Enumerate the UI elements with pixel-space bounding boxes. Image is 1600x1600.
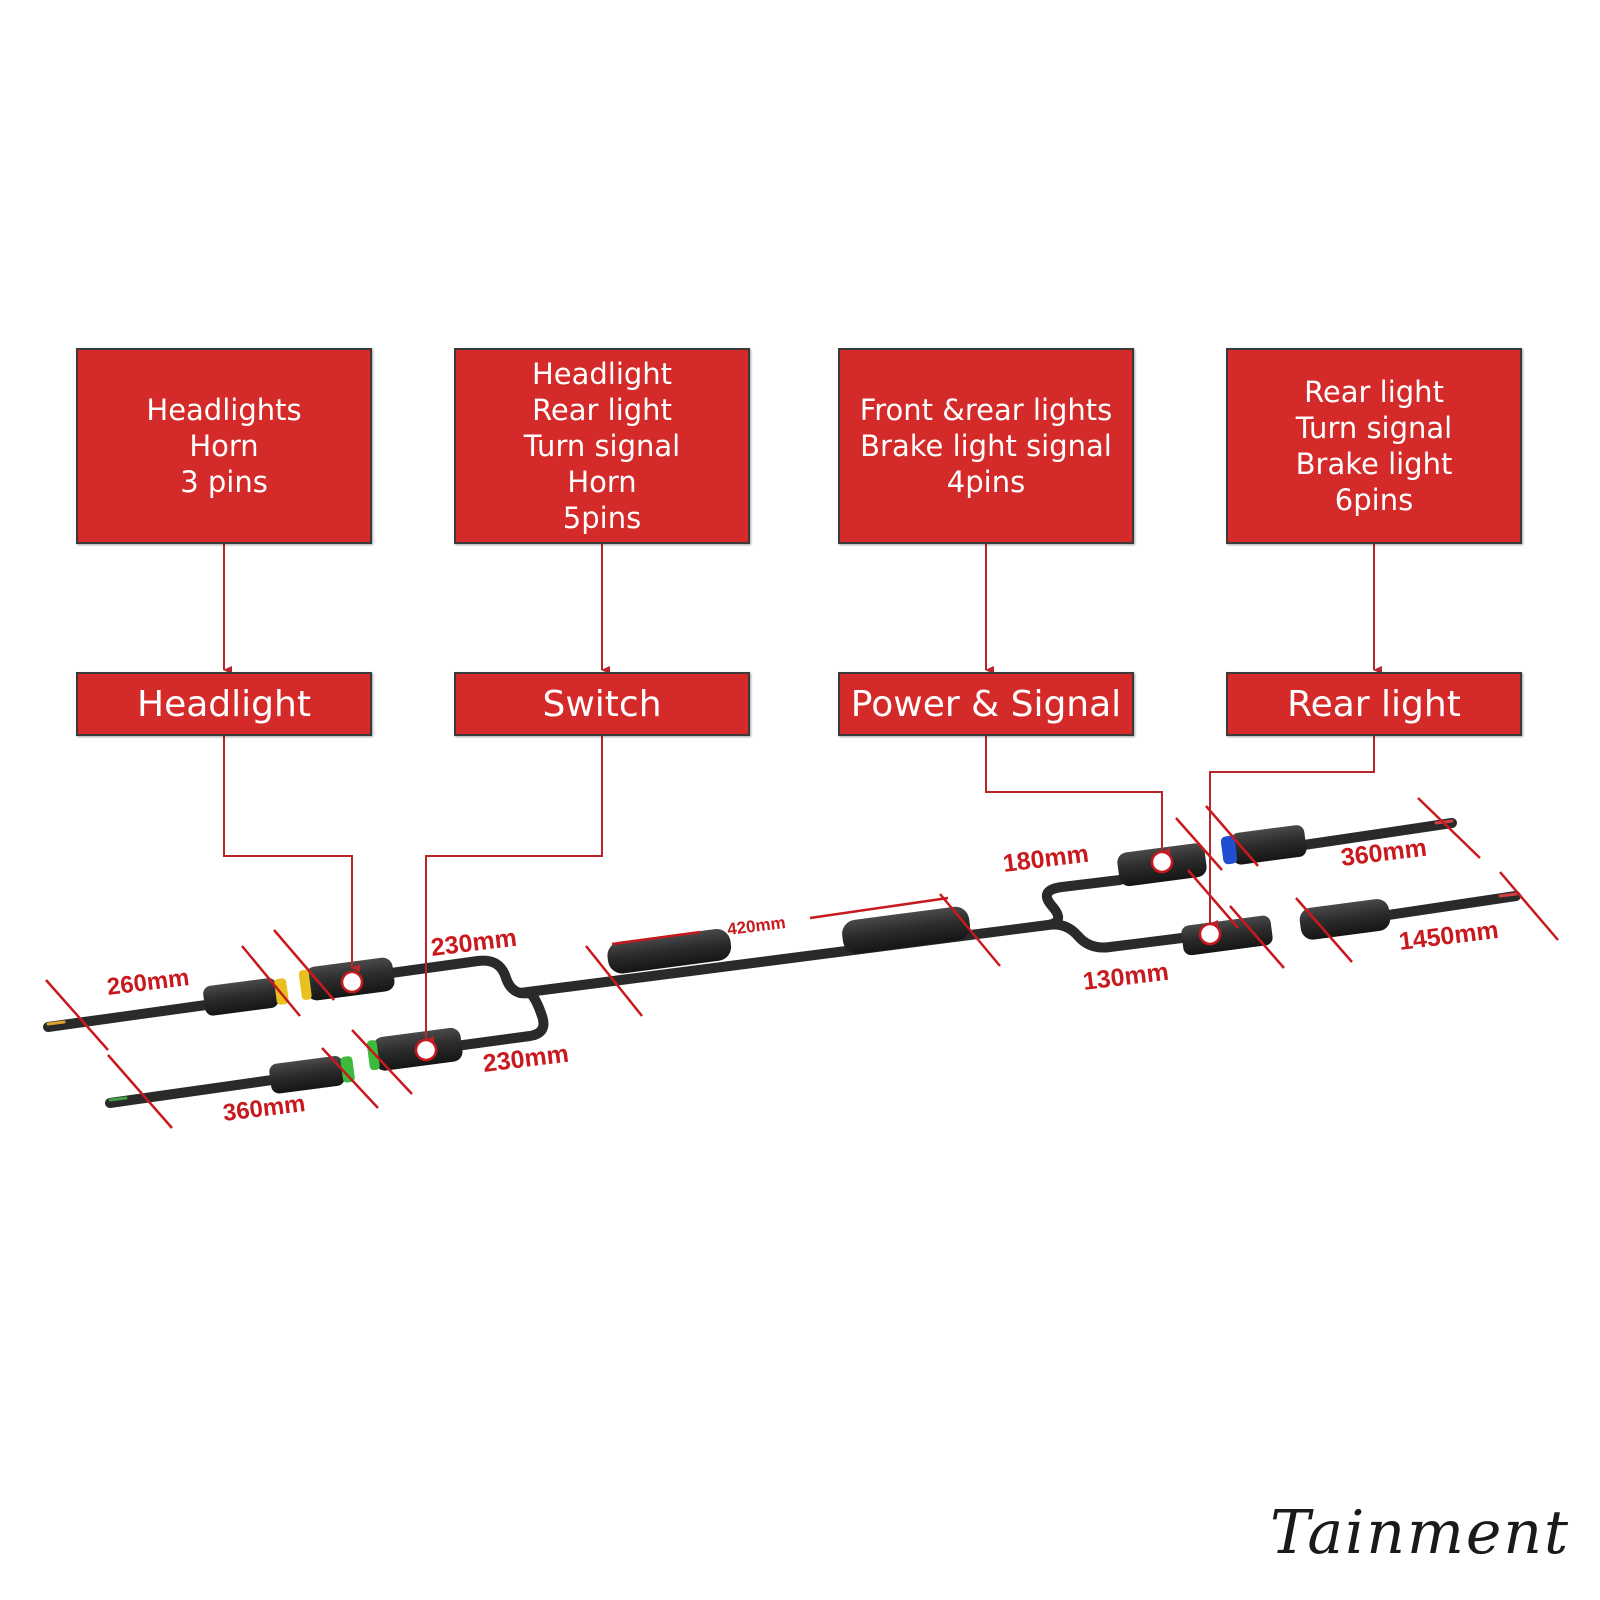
rear-lead-cable [1383,891,1521,920]
headlight-lead-connector [203,978,289,1016]
dimension-marks [45,797,1559,1129]
rear-branch-connector [1181,915,1273,956]
brand-logo: Tainment [1270,1498,1571,1568]
label-text: Headlight [137,683,311,725]
power-branch-cable [1041,875,1125,930]
headlight-branch-cable [379,955,535,999]
info-line: Horn [567,465,637,499]
arrow-rear [1209,736,1375,928]
info-line: Front &rear lights [859,393,1113,427]
rear-branch-cable [1043,919,1187,953]
info-line: Rear light [532,393,672,427]
info-line: Headlights [146,393,302,427]
info-box-headlight: Headlights Horn 3 pins [76,348,372,544]
headlight-lead-cable [43,1000,211,1032]
info-line: Brake light [1295,447,1453,481]
dim-label: 1450mm [1397,916,1500,956]
info-box-switch: Headlight Rear light Turn signal Horn 5p… [454,348,750,544]
pointer-dot [1198,922,1222,946]
power-lead-cable [1299,818,1457,850]
arrow-power [985,736,1170,856]
arrow-switch [425,736,603,1044]
trunk-cable [515,920,1053,998]
dim-label: 360mm [221,1090,306,1127]
switch-lead-cable [105,1075,277,1108]
info-line: 3 pins [180,465,268,499]
label-text: Rear light [1287,683,1461,725]
label-rear-light: Rear light [1226,672,1522,736]
rear-lead-connector [1299,899,1391,940]
dim-label: 230mm [429,924,518,962]
dim-label: 180mm [1001,840,1090,878]
label-switch: Switch [454,672,750,736]
info-line: Rear light [1304,375,1444,409]
info-line: 5pins [562,501,642,535]
pointer-dots [340,850,1222,1062]
pointer-dot [340,970,364,994]
label-power-signal: Power & Signal [838,672,1134,736]
switch-branch-cable [451,988,549,1051]
info-line: Horn [189,429,259,463]
wire-tip [108,1096,128,1102]
cable-harness [43,818,1521,1108]
label-text: Power & Signal [850,683,1122,725]
junction-body-right [842,906,971,954]
wire-tip [1498,892,1518,898]
pointer-dot [1150,850,1174,874]
info-box-rear-light: Rear light Turn signal Brake light 6pins [1226,348,1522,544]
wire-tip [46,1020,66,1026]
info-line: 6pins [1334,483,1414,517]
info-line: 4pins [946,465,1026,499]
info-line: Turn signal [1295,411,1453,445]
pointer-dot [414,1038,438,1062]
info-line: Brake light signal [860,429,1112,463]
info-line: Turn signal [523,429,681,463]
dim-label: 130mm [1081,958,1170,996]
switch-lead-connector [269,1056,355,1094]
dim-label: 260mm [105,964,190,1001]
label-headlight: Headlight [76,672,372,736]
power-lead-connector [1220,825,1307,865]
dim-label: 420mm [726,913,786,939]
label-text: Switch [542,683,662,725]
arrow-headlight [223,736,360,972]
info-line: Headlight [531,357,673,391]
info-box-power-signal: Front &rear lights Brake light signal 4p… [838,348,1134,544]
